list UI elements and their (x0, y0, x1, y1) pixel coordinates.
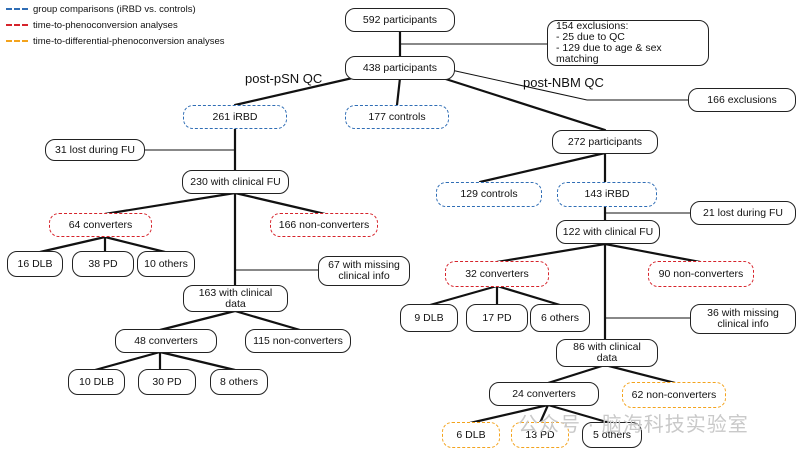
node-participants-438: 438 participants (345, 56, 455, 80)
node-left-missing: 67 with missing clinical info (318, 256, 410, 286)
node-text: 86 with clinical data (573, 341, 641, 364)
node-right-irbd: 143 iRBD (557, 182, 657, 207)
node-left-others2: 8 others (210, 369, 268, 395)
node-right-pd2: 13 PD (511, 422, 569, 448)
legend-item-phenoconversion: time-to-phenoconversion analyses (6, 19, 178, 31)
node-right-dlb: 9 DLB (400, 304, 458, 332)
node-right-clinical-fu: 122 with clinical FU (556, 220, 660, 244)
node-left-irbd: 261 iRBD (183, 105, 287, 129)
node-left-pd2: 30 PD (138, 369, 196, 395)
node-right-controls: 129 controls (436, 182, 542, 207)
node-right-others: 6 others (530, 304, 590, 332)
node-right-clinical-data: 86 with clinical data (556, 339, 658, 367)
node-right-missing: 36 with missing clinical info (690, 304, 796, 334)
node-text: 163 with clinical data (198, 286, 273, 310)
watermark: 公众号 · 脑海科技实验室 (518, 414, 749, 436)
node-left-lost-fu: 31 lost during FU (45, 139, 145, 161)
legend-label: time-to-differential-phenoconversion ana… (33, 35, 225, 47)
node-left-dlb: 16 DLB (7, 251, 63, 277)
legend-label: group comparisons (iRBD vs. controls) (33, 3, 196, 15)
node-text: 67 with missing clinical info (328, 259, 400, 282)
orange-dashed-line-icon (6, 40, 28, 42)
node-right-others2: 5 others (582, 422, 642, 448)
node-text: 36 with missing clinical info (707, 307, 779, 330)
branch-label-right: post-NBM QC (523, 75, 604, 90)
node-participants-592: 592 participants (345, 8, 455, 32)
red-dashed-line-icon (6, 24, 28, 26)
node-right-non-converters: 90 non-converters (648, 261, 754, 287)
node-exclusions-154: 154 exclusions: - 25 due to QC - 129 due… (547, 20, 709, 66)
node-left-non-converters: 166 non-converters (270, 213, 378, 237)
node-left-clinical-fu: 230 with clinical FU (182, 170, 289, 194)
node-left-converters2: 48 converters (115, 329, 217, 353)
node-left-non-converters2: 115 non-converters (245, 329, 351, 353)
node-left-others: 10 others (137, 251, 195, 277)
node-left-pd: 38 PD (72, 251, 134, 277)
legend-label: time-to-phenoconversion analyses (33, 19, 178, 31)
node-right-dlb2: 6 DLB (442, 422, 500, 448)
node-left-dlb2: 10 DLB (68, 369, 125, 395)
legend-item-group-comparisons: group comparisons (iRBD vs. controls) (6, 3, 196, 15)
blue-dashed-line-icon (6, 8, 28, 10)
branch-label-left: post-pSN QC (245, 71, 323, 86)
node-right-pd: 17 PD (466, 304, 528, 332)
node-text: 154 exclusions: - 25 due to QC - 129 due… (556, 20, 662, 65)
node-left-controls: 177 controls (345, 105, 449, 129)
node-left-converters: 64 converters (49, 213, 152, 237)
node-right-lost-fu: 21 lost during FU (690, 201, 796, 225)
node-left-clinical-data: 163 with clinical data (183, 285, 288, 312)
legend-item-differential-phenoconversion: time-to-differential-phenoconversion ana… (6, 35, 225, 47)
node-right-non-converters2: 62 non-converters (622, 382, 726, 408)
node-right-converters: 32 converters (445, 261, 549, 287)
node-right-participants: 272 participants (552, 130, 658, 154)
node-right-exclusions: 166 exclusions (688, 88, 796, 112)
node-right-converters2: 24 converters (489, 382, 599, 406)
